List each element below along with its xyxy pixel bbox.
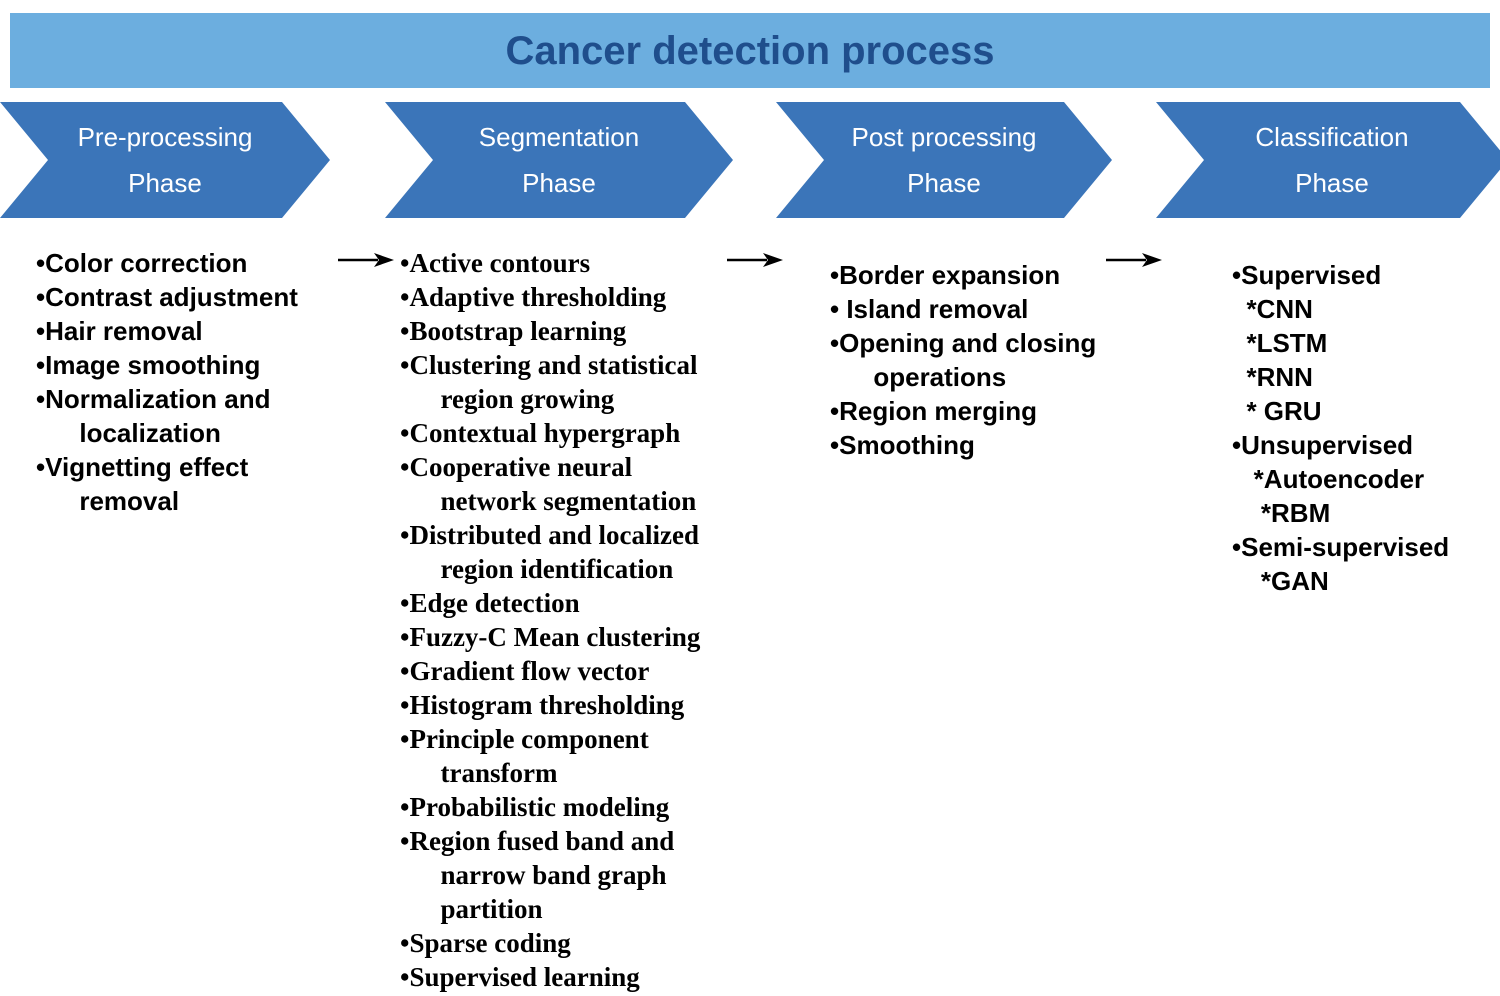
bullet-item: •Adaptive thresholding <box>400 282 667 312</box>
bullet-item: •Contrast adjustment <box>36 282 298 312</box>
bullet-item: •Unsupervised <box>1232 430 1414 460</box>
phase-label-line1: Pre-processing <box>77 122 253 152</box>
bullet-item: •Cooperative neural <box>400 452 633 482</box>
bullet-item: •Region merging <box>830 396 1037 426</box>
bullet-item: •Histogram thresholding <box>400 690 685 720</box>
bullet-item: operations <box>830 362 1007 392</box>
bullet-item: •Distributed and localized <box>400 520 699 550</box>
bullet-item: •Clustering and statistical <box>400 350 698 380</box>
phase-label-line1: Classification <box>1255 122 1409 152</box>
bullet-item: •Supervised learning <box>400 962 640 992</box>
column-segmentation: •Active contours •Adaptive thresholding •B… <box>400 246 750 994</box>
bullet-item: •Contextual hypergraph <box>400 418 681 448</box>
bullet-list-post-processing: •Border expansion • Island removal •Openin… <box>830 258 1150 462</box>
arrow-connector-2 <box>727 252 783 268</box>
arrow-connector-1 <box>338 252 394 268</box>
column-post-processing: •Border expansion • Island removal •Openin… <box>830 258 1150 462</box>
phase-label-line2: Phase <box>522 168 596 198</box>
bullet-item: •Hair removal <box>36 316 203 346</box>
bullet-item: transform <box>400 758 558 788</box>
bullet-item: •Vignetting effect <box>36 452 249 482</box>
bullet-item: •Region fused band and <box>400 826 675 856</box>
bullet-item: *GAN <box>1232 566 1329 596</box>
bullet-item: •Opening and closing <box>830 328 1097 358</box>
phase-chevron-segmentation[interactable]: Segmentation Phase <box>385 102 733 218</box>
bullet-item: • Island removal <box>830 294 1029 324</box>
bullet-item: •Supervised <box>1232 260 1382 290</box>
phase-pipeline: Pre-processing Phase Segmentation Phase … <box>0 102 1500 267</box>
phase-chevron-pre-processing[interactable]: Pre-processing Phase <box>0 102 330 218</box>
bullet-item: *LSTM <box>1232 328 1328 358</box>
bullet-item: *CNN <box>1232 294 1313 324</box>
bullet-item: •Principle component <box>400 724 649 754</box>
bullet-item: •Gradient flow vector <box>400 656 650 686</box>
bullet-item: *Autoencoder <box>1232 464 1425 494</box>
arrow-connector-3 <box>1106 252 1162 268</box>
bullet-item: region identification <box>400 554 674 584</box>
bullet-item: *RBM <box>1232 498 1331 528</box>
phase-label-line1: Post processing <box>851 122 1037 152</box>
bullet-item: •Color correction <box>36 248 248 278</box>
bullet-item: partition <box>400 894 543 924</box>
phase-chevron-post-processing[interactable]: Post processing Phase <box>776 102 1112 218</box>
phase-label-line2: Phase <box>1295 168 1369 198</box>
bullet-item: narrow band graph <box>400 860 667 890</box>
bullet-item: network segmentation <box>400 486 697 516</box>
bullet-item: •Sparse coding <box>400 928 571 958</box>
bullet-item: •Fuzzy-C Mean clustering <box>400 622 701 652</box>
bullet-item: •Edge detection <box>400 588 580 618</box>
bullet-item: •Smoothing <box>830 430 975 460</box>
bullet-item: •Border expansion <box>830 260 1061 290</box>
phase-label-line2: Phase <box>907 168 981 198</box>
phase-label-line1: Segmentation <box>478 122 640 152</box>
bullet-item: •Image smoothing <box>36 350 261 380</box>
column-pre-processing: •Color correction •Contrast adjustment •Ha… <box>36 246 376 518</box>
bullet-list-pre-processing: •Color correction •Contrast adjustment •Ha… <box>36 246 376 518</box>
phase-chevron-classification[interactable]: Classification Phase <box>1156 102 1500 218</box>
bullet-item: removal <box>36 486 180 516</box>
bullet-list-segmentation: •Active contours •Adaptive thresholding •B… <box>400 246 750 994</box>
title-banner: Cancer detection process <box>10 13 1490 88</box>
bullet-item: •Bootstrap learning <box>400 316 627 346</box>
bullet-item: •Normalization and <box>36 384 271 414</box>
phase-label-line2: Phase <box>128 168 202 198</box>
bullet-item: region growing <box>400 384 615 414</box>
page-title: Cancer detection process <box>505 28 995 73</box>
bullet-list-classification: •Supervised *CNN *LSTM *RNN * GRU •Unsupe… <box>1232 258 1500 598</box>
bullet-item: •Active contours <box>400 248 591 278</box>
column-classification: •Supervised *CNN *LSTM *RNN * GRU •Unsupe… <box>1232 258 1500 598</box>
bullet-item: •Probabilistic modeling <box>400 792 670 822</box>
bullet-item: localization <box>36 418 221 448</box>
bullet-item: *RNN <box>1232 362 1313 392</box>
bullet-item: •Semi-supervised <box>1232 532 1450 562</box>
bullet-item: * GRU <box>1232 396 1322 426</box>
